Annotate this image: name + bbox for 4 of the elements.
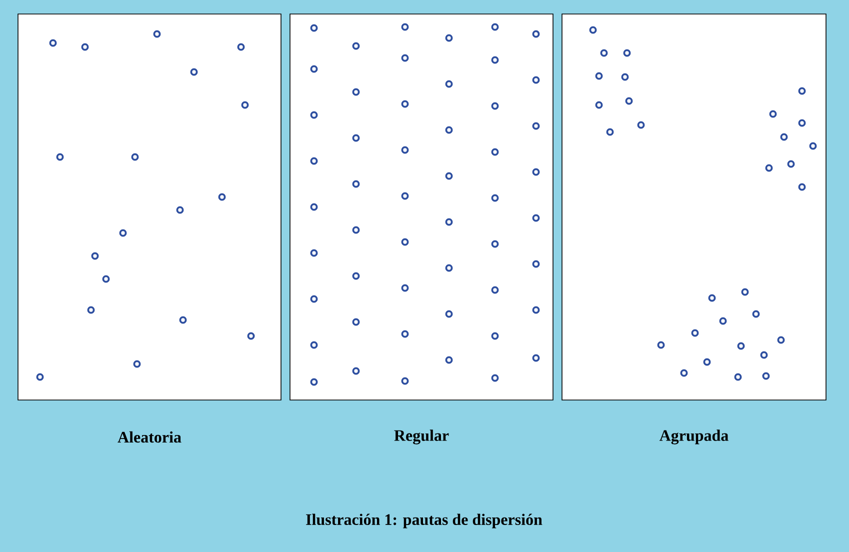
caption: Ilustración 1: pautas de dispersión <box>306 514 542 528</box>
panel-label: Regular <box>394 430 449 444</box>
panel-label: Aleatoria <box>118 431 182 443</box>
panel-label: Agrupada <box>659 430 728 444</box>
